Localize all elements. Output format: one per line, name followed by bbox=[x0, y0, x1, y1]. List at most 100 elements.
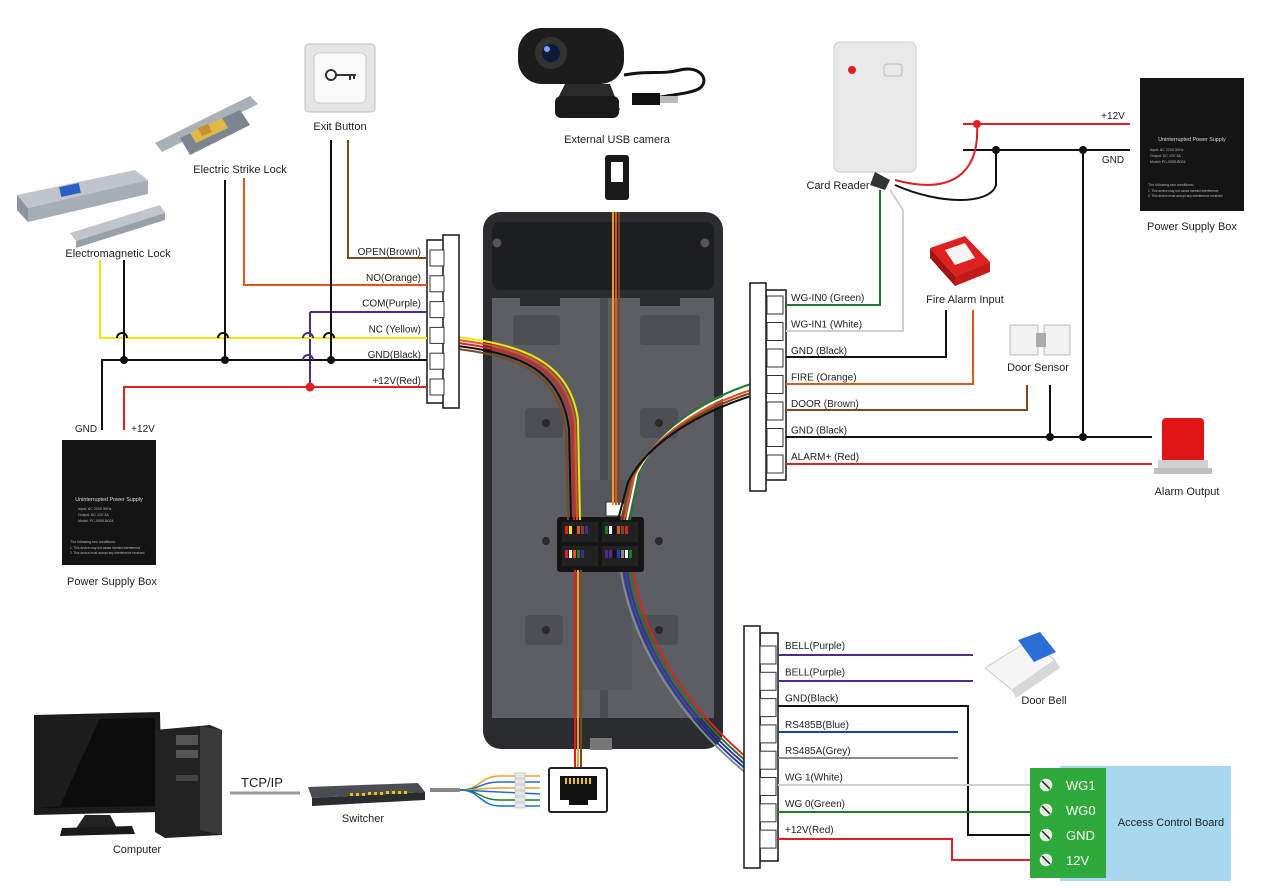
bottom-terminal-label: BELL(Purple) bbox=[785, 641, 845, 652]
door-bell-label: Door Bell bbox=[1021, 695, 1066, 707]
right-terminal-label: FIRE (Orange) bbox=[791, 373, 857, 384]
card-reader-label: Card Reader bbox=[807, 180, 870, 192]
board-pin-slot bbox=[1041, 855, 1051, 865]
door-sensor-label: Door Sensor bbox=[1007, 362, 1069, 374]
right-terminal-slot bbox=[766, 401, 784, 421]
left-terminal-label: NC (Yellow) bbox=[369, 324, 421, 335]
right-gnd-label: GND bbox=[1102, 155, 1124, 166]
bottom-terminal-slot bbox=[759, 750, 777, 770]
bottom-terminal-slot bbox=[759, 645, 777, 665]
bottom-terminal-slot bbox=[759, 803, 777, 823]
bottom-terminal-label: +12V(Red) bbox=[785, 825, 834, 836]
right-terminal-block bbox=[749, 282, 787, 492]
left-terminal-label: OPEN(Brown) bbox=[358, 247, 421, 258]
left-terminal-slot bbox=[429, 326, 445, 344]
device-panel bbox=[483, 212, 723, 750]
alarm-output-label: Alarm Output bbox=[1155, 486, 1220, 498]
fire-alarm-label: Fire Alarm Input bbox=[926, 294, 1004, 306]
psu-left-title: Uninterrupted Power Supply bbox=[75, 497, 143, 503]
psu-right-line3: Model: PC-9055-B024 bbox=[1150, 160, 1186, 164]
board-pin-slot bbox=[1041, 830, 1051, 840]
psu-right-note2: 2. This device must accept any interfere… bbox=[1148, 194, 1223, 198]
bottom-wiring bbox=[778, 654, 1045, 861]
psu-left-line3: Model: PC-9055-B024 bbox=[78, 519, 114, 523]
right-12v-label: +12V bbox=[1101, 111, 1125, 122]
bottom-terminal-slot bbox=[759, 777, 777, 796]
right-terminal-slot bbox=[766, 375, 784, 394]
right-terminal-label: WG-IN1 (White) bbox=[791, 320, 862, 331]
board-pin-slot bbox=[1041, 805, 1051, 815]
left-terminal-slot bbox=[429, 378, 445, 396]
left-terminal-label: +12V(Red) bbox=[372, 376, 421, 387]
fire-alarm-device: Fire Alarm Input bbox=[926, 236, 1004, 306]
psu-right-line2: Output: DC 12V 3A bbox=[1150, 154, 1181, 158]
right-wiring bbox=[786, 120, 1152, 465]
bottom-terminal-label: WG 1(White) bbox=[785, 773, 843, 784]
bottom-terminal-slot bbox=[759, 698, 777, 718]
bottom-terminal-block bbox=[743, 625, 779, 869]
left-terminal-slot bbox=[429, 301, 445, 319]
right-terminal-slot bbox=[766, 295, 784, 315]
psu-left-note1: 1. This device may not cause harmful int… bbox=[70, 546, 141, 550]
left-12v-label: +12V bbox=[131, 424, 155, 435]
door-sensor-device: Door Sensor bbox=[1007, 324, 1071, 374]
camera-label: External USB camera bbox=[564, 134, 671, 146]
board-pin-label: WG1 bbox=[1066, 778, 1096, 793]
left-terminal-label: GND(Black) bbox=[368, 350, 421, 361]
em-lock-device: Electromagnetic Lock bbox=[17, 170, 171, 260]
left-terminal-slot bbox=[429, 249, 445, 267]
left-terminal-block bbox=[426, 234, 460, 409]
psu-right-note1: 1. This device may not cause harmful int… bbox=[1148, 189, 1219, 193]
right-terminal-label: GND (Black) bbox=[791, 426, 847, 437]
tcp-ip-label: TCP/IP bbox=[241, 775, 283, 790]
left-terminal-label: NO(Orange) bbox=[366, 273, 421, 284]
card-reader-device: Card Reader bbox=[807, 41, 917, 192]
right-terminal-slot bbox=[766, 428, 784, 447]
board-pin-label: WG0 bbox=[1066, 803, 1096, 818]
left-terminal-slot bbox=[429, 352, 445, 370]
psu-left-note-title: The following two conditions: bbox=[70, 540, 116, 544]
board-pin-label: 12V bbox=[1066, 853, 1089, 868]
alarm-output-device: Alarm Output bbox=[1154, 418, 1219, 498]
exit-button-device: Exit Button bbox=[304, 43, 376, 133]
bottom-terminal-slot bbox=[759, 724, 777, 744]
right-terminal-label: GND (Black) bbox=[791, 346, 847, 357]
door-bell-device: Door Bell bbox=[984, 632, 1067, 707]
computer-label: Computer bbox=[113, 844, 162, 856]
exit-button-label: Exit Button bbox=[313, 121, 366, 133]
bottom-terminal-label: BELL(Purple) bbox=[785, 667, 845, 678]
left-terminal-label: COM(Purple) bbox=[362, 299, 421, 310]
psu-right: Uninterrupted Power Supply Input: AC 220… bbox=[1101, 78, 1244, 233]
left-terminal-slot bbox=[429, 275, 445, 293]
computer-device: Computer bbox=[34, 712, 222, 856]
psu-left-line2: Output: DC 12V 3A bbox=[78, 513, 109, 517]
right-terminal-slot bbox=[766, 322, 784, 341]
camera-device: External USB camera bbox=[518, 28, 706, 200]
board-pin-slot bbox=[1041, 780, 1051, 790]
cable-bundles bbox=[457, 212, 755, 779]
right-terminal-label: WG-IN0 (Green) bbox=[791, 293, 864, 304]
right-terminal-label: DOOR (Brown) bbox=[791, 399, 859, 410]
bottom-terminal-label: RS485B(Blue) bbox=[785, 720, 849, 731]
bottom-terminal-label: GND(Black) bbox=[785, 694, 838, 705]
bottom-terminal-label: RS485A(Grey) bbox=[785, 746, 851, 757]
bottom-terminal-slot bbox=[759, 829, 777, 849]
psu-left: Uninterrupted Power Supply Input: AC 220… bbox=[62, 424, 157, 588]
electric-strike-label: Electric Strike Lock bbox=[193, 164, 287, 176]
psu-right-line1: Input: AC 220V 50Hz bbox=[1150, 148, 1184, 152]
psu-left-line1: Input: AC 220V 50Hz bbox=[78, 507, 112, 511]
right-terminal-slot bbox=[766, 454, 784, 474]
right-terminal-label: ALARM+ (Red) bbox=[791, 452, 859, 463]
electric-strike-device: Electric Strike Lock bbox=[155, 96, 287, 176]
access-board-label: Access Control Board bbox=[1118, 817, 1224, 829]
psu-right-label: Power Supply Box bbox=[1147, 221, 1237, 233]
left-gnd-label: GND bbox=[75, 424, 97, 435]
right-terminal-slot bbox=[766, 348, 784, 368]
psu-right-title: Uninterrupted Power Supply bbox=[1158, 137, 1226, 143]
psu-right-note-title: The following two conditions: bbox=[1148, 183, 1194, 187]
network-cable bbox=[430, 772, 541, 809]
em-lock-label: Electromagnetic Lock bbox=[65, 248, 171, 260]
